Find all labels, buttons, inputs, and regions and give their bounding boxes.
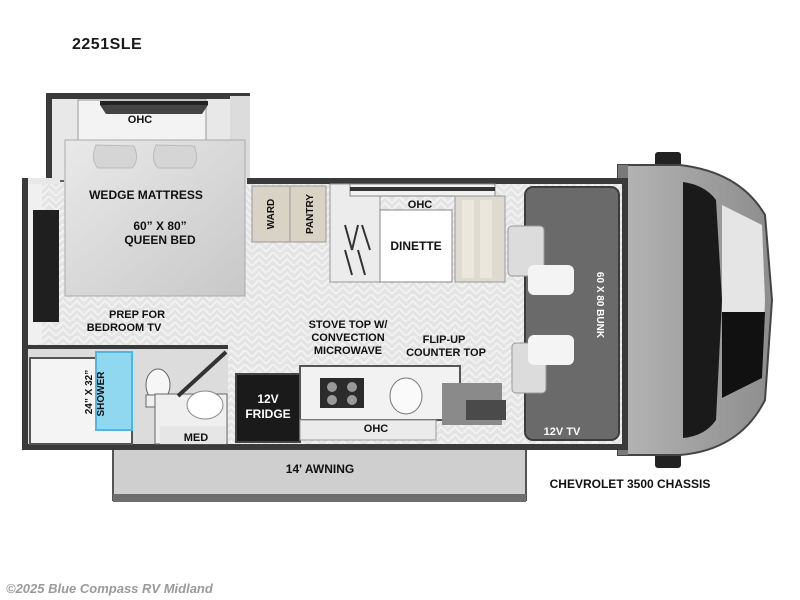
label-shower-size: 24” X 32”	[84, 370, 95, 414]
label-prep-tv-1: PREP FOR	[109, 309, 165, 321]
shower	[95, 351, 133, 431]
label-ohc-kitchen: OHC	[364, 423, 389, 435]
fridge	[235, 373, 301, 443]
stove-top	[320, 378, 364, 408]
label-flip-2: COUNTER TOP	[406, 347, 486, 359]
kitchen	[235, 365, 506, 443]
pantry	[289, 185, 327, 243]
label-queen-bed: QUEEN BED	[124, 233, 196, 247]
kitchen-sink	[389, 377, 423, 415]
label-awning: 14' AWNING	[286, 462, 354, 476]
label-wedge-mattress: WEDGE MATTRESS	[89, 188, 203, 202]
dinette-area	[329, 183, 506, 283]
label-shower: SHOWER	[96, 371, 107, 417]
label-flip-1: FLIP-UP	[423, 334, 466, 346]
watermark: ©2025 Blue Compass RV Midland	[6, 581, 213, 596]
label-fridge-1: 12V	[257, 392, 278, 406]
label-12v-tv: 12V TV	[544, 426, 581, 438]
label-ohc-bedroom: OHC	[128, 114, 153, 126]
model-number: 2251SLE	[72, 36, 143, 53]
label-prep-tv-2: BEDROOM TV	[87, 322, 162, 334]
label-pantry: PANTRY	[305, 194, 316, 234]
label-ohc-dinette: OHC	[408, 199, 433, 211]
cab-bunk	[524, 186, 620, 441]
label-chassis: CHEVROLET 3500 CHASSIS	[550, 477, 711, 491]
vehicle-cab	[617, 152, 774, 468]
label-med: MED	[184, 432, 209, 444]
label-stove-1: STOVE TOP W/	[309, 319, 388, 331]
label-dinette: DINETTE	[390, 239, 441, 253]
label-bunk: 60 X 80 BUNK	[594, 272, 605, 339]
label-bed-size: 60” X 80”	[133, 219, 186, 233]
label-fridge-2: FRIDGE	[245, 407, 290, 421]
awning	[112, 447, 527, 501]
wardrobe	[251, 185, 291, 243]
label-ward: WARD	[266, 199, 277, 230]
label-stove-2: CONVECTION	[311, 332, 384, 344]
label-stove-3: MICROWAVE	[314, 345, 382, 357]
bathroom	[28, 345, 228, 445]
queen-bed	[64, 139, 246, 297]
